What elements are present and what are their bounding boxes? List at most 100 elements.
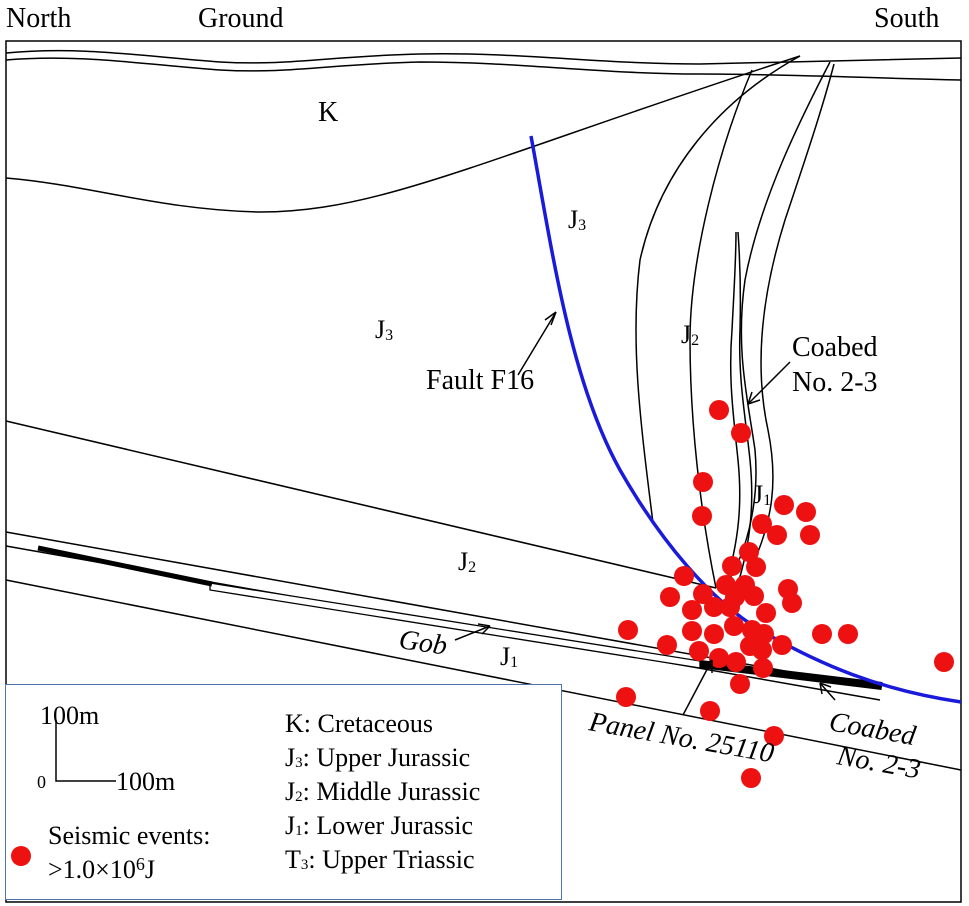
seismic-event-marker: [796, 502, 816, 522]
seismic-event-marker: [657, 635, 677, 655]
seismic-event-marker: [744, 586, 764, 606]
seismic-event-marker: [774, 495, 794, 515]
j1-t3-boundary-line: [5, 579, 962, 771]
seismic-event-marker: [812, 624, 832, 644]
seismic-legend-line2: >1.0×106J: [48, 854, 155, 884]
strata-legend-subscript: 3: [295, 755, 303, 771]
coabed-top-arrow-head: [747, 391, 761, 405]
seismic-legend-marker: [11, 846, 31, 866]
j3-j2-boundary-line: [5, 420, 717, 589]
scale-bar: [55, 720, 116, 782]
seismic-event-marker: [838, 624, 858, 644]
strata-legend-text: : Upper Triassic: [308, 845, 475, 874]
seismic-legend-line1: Seismic events:: [48, 821, 211, 850]
gob-label: Gob: [397, 624, 449, 661]
seismic-event-marker: [746, 557, 766, 577]
seismic-event-marker: [772, 635, 792, 655]
strata-legend-symbol: J: [285, 777, 296, 806]
fault-f16: [529, 135, 962, 704]
seismic-event-marker: [754, 624, 774, 644]
seismic-event-marker: [616, 687, 636, 707]
seismic-event-marker: [682, 621, 702, 641]
strata-legend-text: : Lower Jurassic: [302, 811, 474, 840]
seismic-event-marker: [800, 525, 820, 545]
fault-arrow: [517, 311, 557, 376]
seismic-event-marker: [704, 597, 724, 617]
seismic-event-marker: [767, 525, 787, 545]
gob-arrow: [454, 625, 491, 641]
coabed-top-label-line1: Coabed: [792, 332, 878, 363]
seismic-event-marker: [660, 587, 680, 607]
scale-horizontal-label: 100m: [116, 767, 176, 796]
seismic-event-marker: [722, 556, 742, 576]
seismic-event-marker: [700, 701, 720, 721]
stratum-label-j2-flat: J2: [458, 547, 476, 576]
scale-zero-label: 0: [37, 772, 46, 792]
stratum-label-j1-fold: J1: [753, 480, 771, 509]
seismic-event-marker: [752, 640, 772, 660]
stratum-label-j3-upper: J3: [568, 205, 586, 234]
seismic-event-marker: [731, 423, 751, 443]
strata-legend-text: : Middle Jurassic: [302, 777, 481, 806]
scale-vertical-label: 100m: [40, 701, 100, 730]
ground-surface-base-line: [5, 57, 962, 81]
scale-bar-axes: [55, 720, 116, 782]
strata-legend-item: K: Cretaceous: [285, 711, 433, 737]
seismic-event-marker: [724, 616, 744, 636]
seismic-event-marker: [726, 652, 746, 672]
coal-seam-steep-left: [723, 231, 741, 591]
seismic-event-marker: [739, 542, 759, 562]
seismic-event-marker: [704, 624, 724, 644]
seismic-event-marker: [720, 597, 740, 617]
panel-arrow: [682, 659, 713, 716]
seismic-event-marker: [689, 641, 709, 661]
seismic-event-marker: [693, 472, 713, 492]
strata-legend-symbol: J: [285, 743, 296, 772]
stratum-label-j3-lower: J3: [375, 315, 393, 344]
stratum-label-k: K: [318, 97, 338, 128]
legend-box: 100m 0 100m Seismic events: >1.0×106J K:…: [5, 684, 562, 900]
panel-label: Panel No. 25110: [586, 706, 776, 769]
north-label: North: [6, 3, 71, 34]
seismic-event-marker: [682, 600, 702, 620]
fault-label: Fault F16: [426, 365, 534, 396]
strata-legend-symbol: T: [285, 845, 301, 874]
strata-legend-symbol: J: [285, 811, 296, 840]
coabed-bottom-arrow-head: [819, 682, 832, 695]
strata-legend-subscript: 1: [295, 823, 303, 839]
seismic-event-marker: [618, 620, 638, 640]
strata-legend-item: J2: Middle Jurassic: [285, 779, 480, 805]
seismic-event-marker: [709, 400, 729, 420]
coabed-top-label-line2: No. 2-3: [792, 367, 878, 398]
seismic-event-marker: [709, 648, 729, 668]
seismic-event-marker: [692, 506, 712, 526]
seismic-events-group: [616, 400, 954, 788]
stratum-label-j2-fold: J2: [681, 320, 699, 349]
fold-boundary-west: [635, 55, 801, 524]
strata-legend-item: J3: Upper Jurassic: [285, 745, 470, 771]
strata-legend-symbol: K: [285, 709, 304, 738]
coal-seam-steep-right: [735, 231, 753, 591]
fold-boundary-east-outer: [751, 63, 835, 567]
coabed-bottom-arrow: [819, 682, 836, 701]
seismic-event-marker: [756, 603, 776, 623]
strata-legend-subscript: 3: [300, 857, 309, 873]
strata-legend-item: T3: Upper Triassic: [285, 847, 475, 873]
strata-legend-subscript: 2: [295, 789, 303, 805]
fault-arrow-head: [544, 311, 557, 326]
seismic-event-marker: [764, 726, 784, 746]
section-frame: [5, 40, 962, 903]
seismic-event-marker: [674, 566, 694, 586]
panel-arrow-head: [700, 659, 713, 673]
strata-legend-item: J1: Lower Jurassic: [285, 813, 473, 839]
ground-surface-line: [5, 49, 962, 65]
strata-legend-text: : Upper Jurassic: [302, 743, 471, 772]
cretaceous-base-line: [5, 55, 801, 213]
seismic-event-marker: [752, 514, 772, 534]
seismic-event-marker: [934, 652, 954, 672]
coal-seam-west: [37, 545, 213, 587]
seismic-event-marker: [730, 674, 750, 694]
stratum-label-j1-flat: J1: [500, 642, 518, 671]
coabed-top-arrow: [747, 361, 791, 405]
